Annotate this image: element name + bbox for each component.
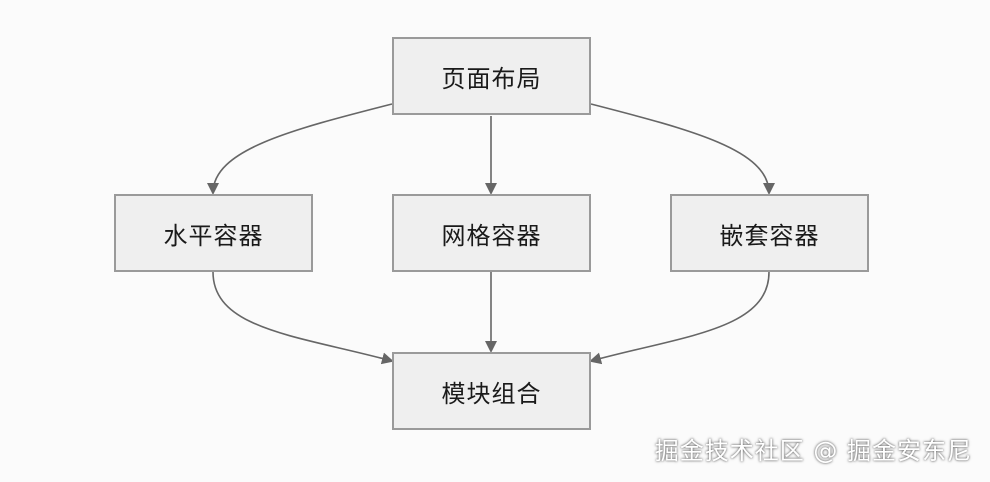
node-nested-container: 嵌套容器 [670,194,869,272]
node-grid-container-label: 网格容器 [441,221,542,250]
node-module-combination-label: 模块组合 [441,379,542,408]
node-module-combination: 模块组合 [392,352,591,430]
node-horizontal-container: 水平容器 [114,194,313,272]
node-page-layout-label: 页面布局 [441,64,542,93]
node-grid-container: 网格容器 [392,194,591,272]
node-page-layout: 页面布局 [392,37,591,115]
node-horizontal-container-label: 水平容器 [163,221,264,250]
node-nested-container-label: 嵌套容器 [719,221,820,250]
edge-page-layout-to-nested-container [590,103,775,195]
edge-horizontal-container-to-module-combination [212,271,394,365]
edge-page-layout-to-horizontal-container [207,103,393,195]
watermark: 掘金技术社区 @ 掘金安东尼 [654,437,972,465]
edge-nested-container-to-module-combination [589,271,770,365]
